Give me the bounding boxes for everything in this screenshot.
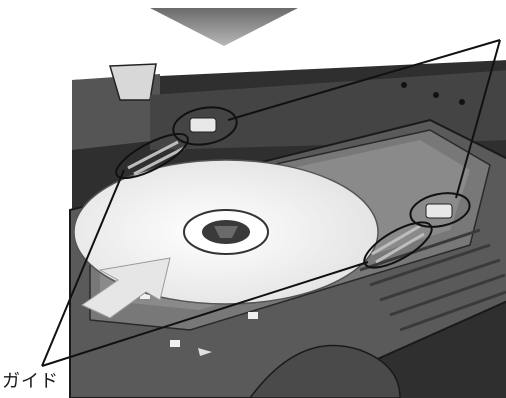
guide-callout-label: ガイド <box>2 371 59 393</box>
insert-direction-arrow <box>150 8 298 46</box>
